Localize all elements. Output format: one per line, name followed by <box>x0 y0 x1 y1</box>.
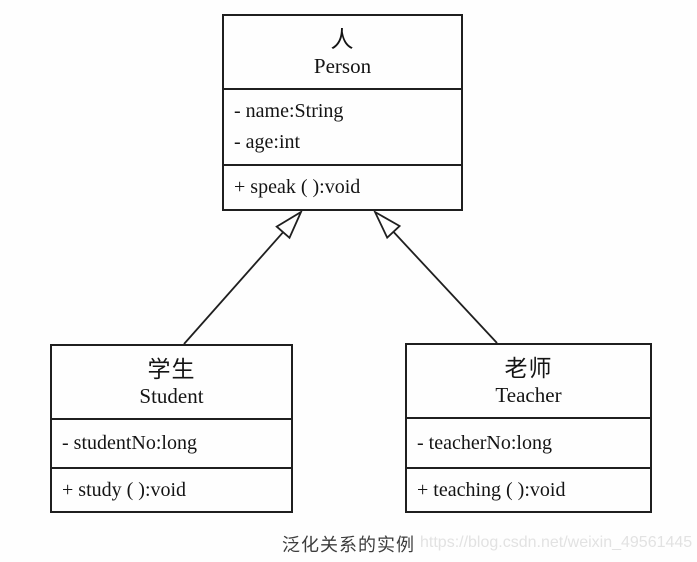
class-name-zh-person: 人 <box>330 26 355 52</box>
class-header-person: 人 Person <box>224 16 461 88</box>
class-box-student: 学生 Student - studentNo:long + study ( ):… <box>50 344 293 513</box>
arrow-line <box>183 231 284 345</box>
attributes-compartment-person: - name:String - age:int <box>224 88 461 164</box>
arrow-line <box>392 231 498 344</box>
attributes-compartment-teacher: - teacherNo:long <box>407 417 650 467</box>
attribute-studentNo: - studentNo:long <box>62 432 197 454</box>
methods-compartment-person: + speak ( ):void <box>224 164 461 209</box>
class-name-en-teacher: Teacher <box>495 382 562 407</box>
attribute-teacherNo: - teacherNo:long <box>417 431 552 454</box>
method-study: + study ( ):void <box>62 478 187 501</box>
hollow-triangle-arrowhead <box>275 209 303 240</box>
method-speak: + speak ( ):void <box>234 176 361 198</box>
class-name-en-student: Student <box>139 383 204 408</box>
methods-compartment-teacher: + teaching ( ):void <box>407 467 650 511</box>
generalization-arrow-student-to-person <box>183 209 303 345</box>
csdn-watermark: https://blog.csdn.net/weixin_49561445 <box>420 534 693 551</box>
class-header-student: 学生 Student <box>52 346 291 418</box>
method-teaching: + teaching ( ):void <box>417 478 566 501</box>
class-name-zh-teacher: 老师 <box>504 355 553 381</box>
generalization-arrow-teacher-to-person <box>372 209 498 344</box>
attributes-compartment-student: - studentNo:long <box>52 418 291 467</box>
class-name-en-person: Person <box>313 53 372 78</box>
attribute-name: - name:String <box>234 100 344 122</box>
class-header-teacher: 老师 Teacher <box>407 345 650 417</box>
class-box-teacher: 老师 Teacher - teacherNo:long + teaching (… <box>405 343 652 513</box>
class-name-zh-student: 学生 <box>147 356 196 382</box>
attribute-age: - age:int <box>234 131 301 153</box>
class-box-person: 人 Person - name:String - age:int + speak… <box>222 14 463 211</box>
hollow-triangle-arrowhead <box>372 209 402 240</box>
diagram-caption: 泛化关系的实例 <box>282 535 415 555</box>
methods-compartment-student: + study ( ):void <box>52 467 291 511</box>
